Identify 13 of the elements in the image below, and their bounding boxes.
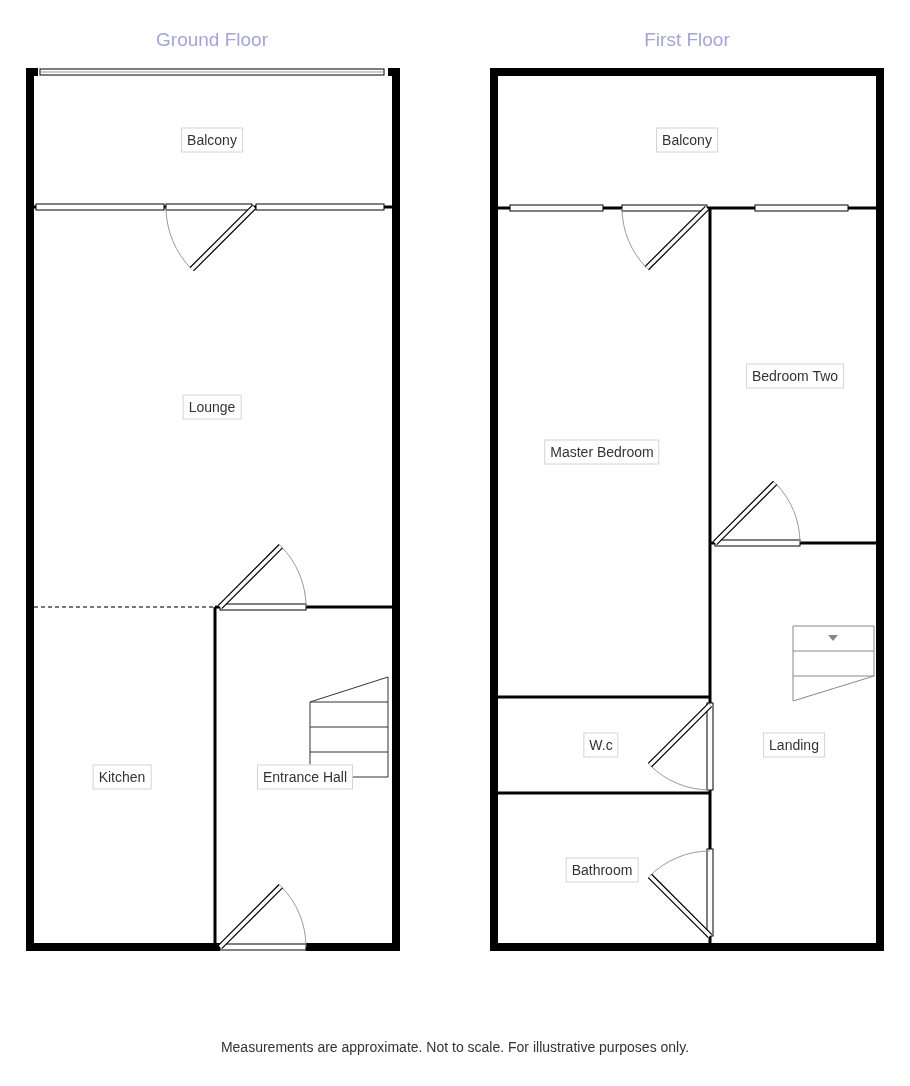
room-label: W.c bbox=[583, 732, 619, 758]
room-label: Kitchen bbox=[92, 764, 152, 790]
room-label: Lounge bbox=[182, 394, 242, 420]
floor-heading: Ground Floor bbox=[156, 29, 268, 51]
room-label: Bedroom Two bbox=[745, 363, 845, 389]
room-label: Entrance Hall bbox=[257, 764, 353, 790]
room-label: Balcony bbox=[656, 127, 718, 153]
room-label: Master Bedroom bbox=[544, 439, 660, 465]
room-label: Balcony bbox=[181, 127, 243, 153]
room-label: Landing bbox=[763, 732, 825, 758]
room-label: Bathroom bbox=[565, 857, 639, 883]
floor-heading: First Floor bbox=[644, 29, 730, 51]
disclaimer-caption: Measurements are approximate. Not to scale. For illustrative purposes only. bbox=[219, 1039, 691, 1055]
